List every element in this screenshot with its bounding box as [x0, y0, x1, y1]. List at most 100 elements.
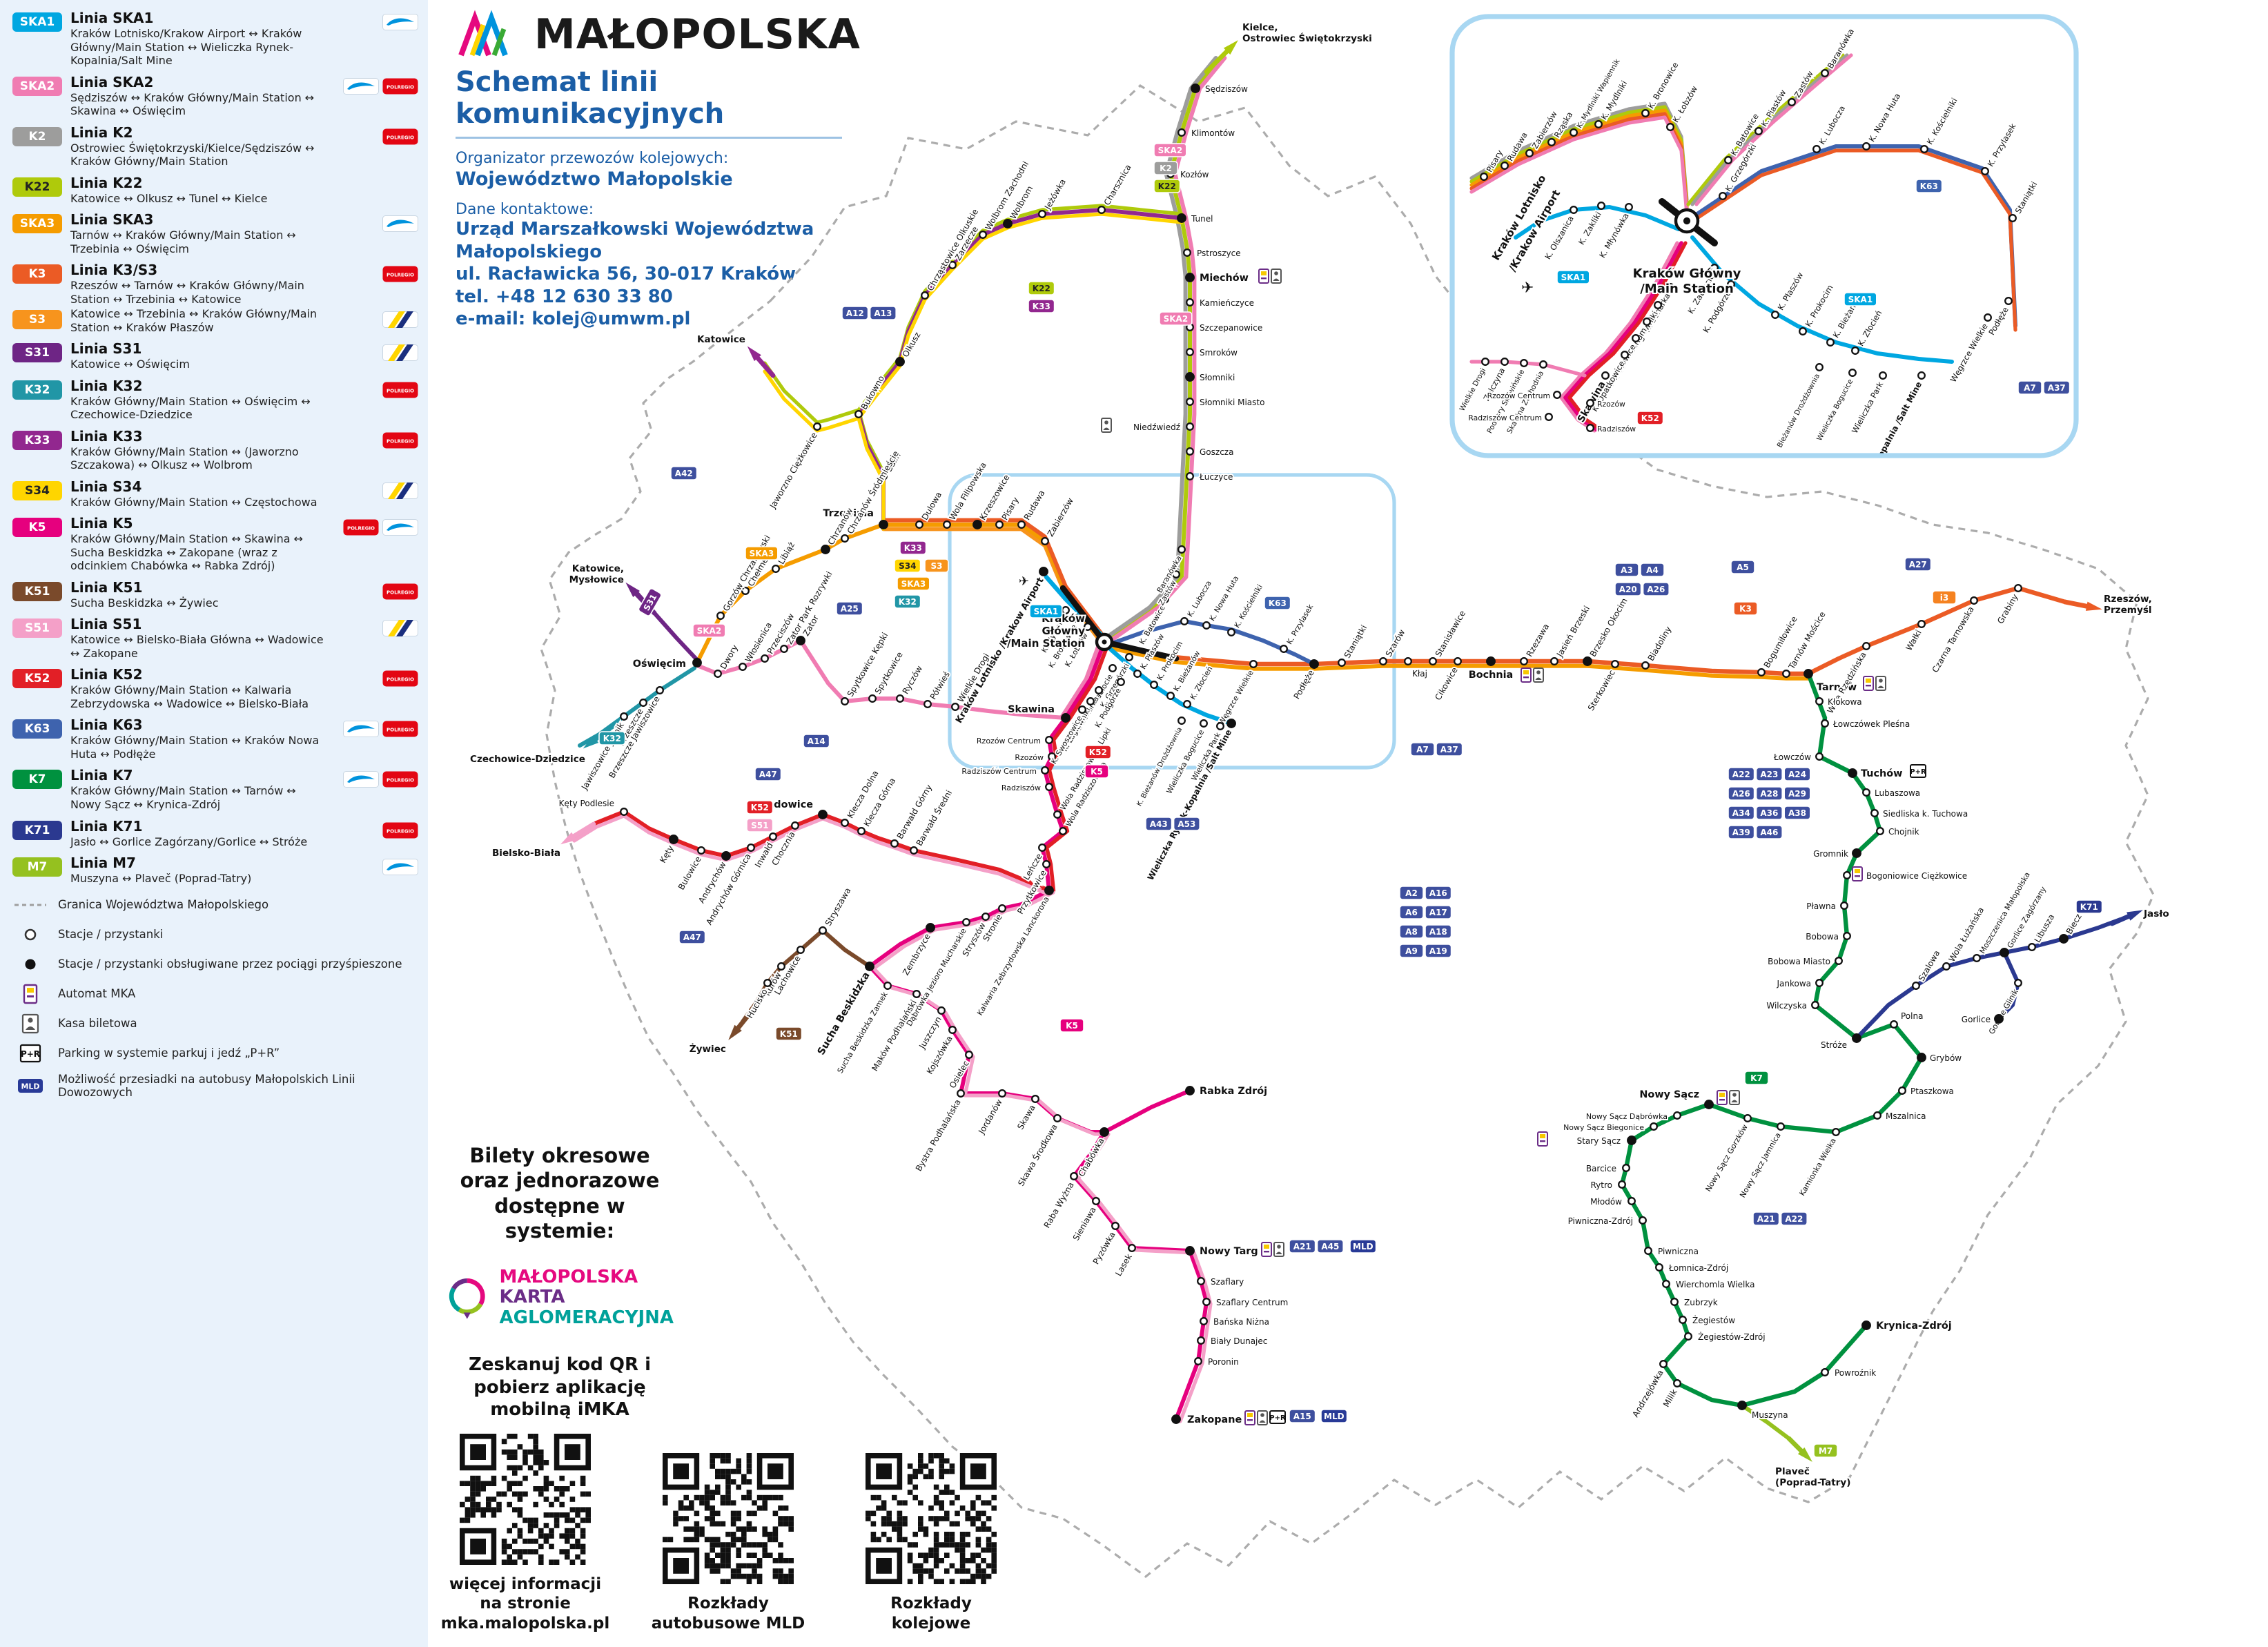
park-and-ride-icon: P+R	[19, 1044, 41, 1062]
station: Kamieńczyce	[1186, 297, 1255, 309]
svg-text:Stróże: Stróże	[1821, 1040, 1847, 1050]
line-badge: K22	[1028, 281, 1055, 295]
station: Piwniczna-Zdrój	[1567, 1215, 1647, 1227]
svg-text:A12: A12	[846, 309, 864, 318]
line-badge-s31: S31	[12, 343, 62, 363]
station: Radziszów	[1586, 423, 1637, 435]
svg-text:Stryszawa: Stryszawa	[823, 886, 853, 928]
svg-text:i3: i3	[1940, 593, 1948, 603]
svg-text:Goszcza: Goszcza	[1200, 447, 1233, 457]
svg-text:Dulowa: Dulowa	[920, 490, 944, 522]
svg-text:Skawa Środkowa: Skawa Środkowa	[1015, 1122, 1059, 1188]
station: Żegiestów-Zdrój	[1684, 1330, 1767, 1343]
svg-text:Skawina: Skawina	[1008, 704, 1055, 715]
legend-line-route: Katowice ↔ Trzebinia ↔ Kraków Główny/Mai…	[70, 307, 317, 334]
svg-text:A7: A7	[1416, 745, 1429, 754]
svg-text:Chojnik: Chojnik	[1888, 827, 1919, 837]
svg-text:K52: K52	[1089, 748, 1107, 757]
svg-text:/Main Station: /Main Station	[1640, 282, 1734, 296]
station: Sieniawa	[1070, 1197, 1100, 1244]
station: Biadoliny	[1641, 623, 1674, 670]
line-badge: SKA3	[745, 546, 779, 561]
line-badge-k22: K22	[12, 177, 62, 197]
svg-text:Radziszów: Radziszów	[1001, 783, 1041, 792]
koleje-malopolskie-logo	[382, 519, 418, 536]
line-badge: K52	[1636, 411, 1664, 425]
svg-text:Kraków Główny: Kraków Główny	[1633, 266, 1741, 281]
svg-text:/Main Station: /Main Station	[1007, 637, 1085, 650]
station: Jasień Brzeski	[1550, 603, 1593, 665]
line-badge: MLD	[1320, 1409, 1348, 1423]
svg-text:Pyzówka: Pyzówka	[1091, 1230, 1117, 1266]
line-badge: A5	[1730, 560, 1755, 574]
koleje-slaskie-logo	[382, 620, 418, 637]
svg-text:Kozłów: Kozłów	[1180, 170, 1209, 179]
svg-text:Kamionka Wielka: Kamionka Wielka	[1797, 1137, 1837, 1198]
svg-text:(Poprad-Tatry): (Poprad-Tatry)	[1775, 1477, 1850, 1488]
legend-line-route: Sędziszów ↔ Kraków Główny/Main Station ↔…	[70, 90, 315, 118]
svg-text:A8: A8	[1405, 927, 1418, 937]
legend-line-title: Linia K7	[70, 767, 133, 784]
qr-block: Rozkłady kolejowe	[852, 1453, 1010, 1634]
organizer-label: Organizator przewozów kolejowych:	[456, 150, 729, 167]
svg-text:Piwniczna-Zdrój: Piwniczna-Zdrój	[1568, 1216, 1633, 1226]
station: Bogoniowice Ciężkowice	[1843, 870, 1968, 882]
station: Rzozów Centrum	[975, 735, 1053, 747]
mka-logo-line: AGLOMERACYJNA	[499, 1307, 674, 1328]
svg-text:POLREGIO: POLREGIO	[387, 388, 414, 393]
svg-text:Wola Łużańska: Wola Łużańska	[1947, 906, 1986, 964]
svg-text:Oświęcim: Oświęcim	[633, 659, 686, 670]
svg-text:Czechowice-Dziedzice: Czechowice-Dziedzice	[470, 754, 585, 765]
station: Radziszów	[1000, 782, 1053, 794]
line-badge: K33	[1028, 299, 1055, 313]
svg-text:A47: A47	[759, 770, 777, 779]
station: Lubaszowa	[1862, 787, 1922, 799]
svg-text:K. Nowa Huta: K. Nowa Huta	[1208, 574, 1241, 623]
station: Kłokowa	[1815, 696, 1864, 708]
station: Kraków Główny	[1632, 265, 1743, 282]
svg-text:Gorlice: Gorlice	[1962, 1015, 1991, 1024]
svg-text:Nowy Sącz Dąbrówka: Nowy Sącz Dąbrówka	[1586, 1112, 1668, 1121]
station: Stanisławice	[1429, 607, 1469, 665]
svg-text:Trzebinia: Trzebinia	[823, 508, 874, 519]
station: Tunel	[1177, 213, 1214, 225]
svg-text:K. Kościelniki: K. Kościelniki	[1233, 583, 1264, 629]
station: Zembrzyce	[899, 923, 935, 978]
station-filled-icon	[25, 959, 36, 970]
line-badge: K32	[598, 731, 626, 745]
svg-text:Sieniawa: Sieniawa	[1071, 1205, 1098, 1242]
station: Łomnica-Zdrój	[1655, 1262, 1730, 1274]
kasa-icon	[1533, 667, 1544, 683]
legend-symbol: Granica Województwa Małopolskiego	[12, 895, 418, 915]
svg-text:Kłaj: Kłaj	[1412, 669, 1427, 679]
legend-line-route: Jasło ↔ Gorlice Zagórzany/Gorlice ↔ Stró…	[70, 835, 308, 848]
line-badge-k71: K71	[12, 820, 62, 840]
svg-text:M7: M7	[1819, 1446, 1832, 1456]
svg-text:Cikowice: Cikowice	[1433, 665, 1459, 702]
line-badge-s34: S34	[12, 480, 62, 500]
svg-text:K33: K33	[1033, 302, 1050, 311]
station: Półwieś	[923, 668, 953, 708]
svg-text:SKA2: SKA2	[1164, 314, 1189, 324]
koleje-malopolskie-logo	[382, 859, 418, 876]
station: /Main Station	[1006, 636, 1086, 651]
station: Młodów	[1589, 1196, 1636, 1208]
station: Bobowa Miasto	[1766, 955, 1843, 968]
svg-text:Biadoliny: Biadoliny	[1646, 625, 1674, 663]
qr-caption: więcej informacji na stronie mka.malopol…	[440, 1575, 610, 1633]
legend-line-route: Katowice ↔ Olkusz ↔ Tunel ↔ Kielce	[70, 191, 268, 205]
koleje-malopolskie-logo	[343, 77, 379, 95]
legend-line-route: Kraków Główny/Main Station ↔ Tarnów ↔ No…	[70, 784, 296, 811]
svg-text:A18: A18	[1429, 927, 1447, 937]
station: Żegiestów	[1679, 1314, 1737, 1327]
legend-line-title: Linia SKA2	[70, 73, 154, 90]
svg-text:Ostrowiec Świętokrzyski: Ostrowiec Świętokrzyski	[1242, 32, 1372, 44]
contact-line: tel. +48 12 630 33 80	[456, 286, 673, 307]
